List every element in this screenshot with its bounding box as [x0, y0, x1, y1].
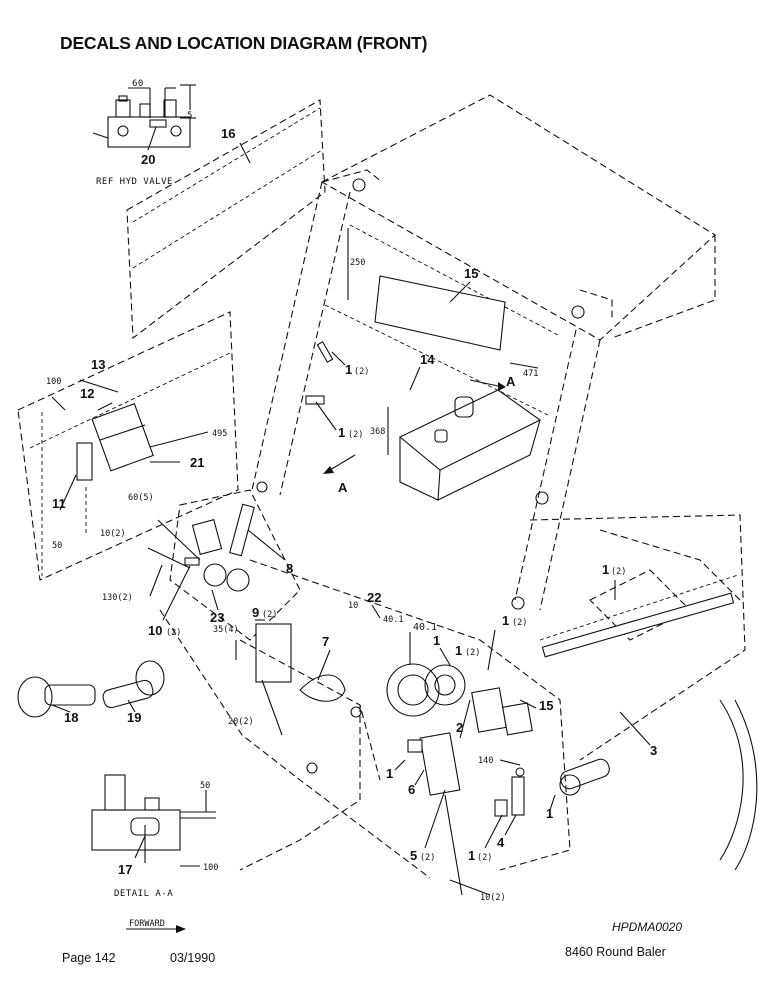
- svg-text:(2): (2): [611, 567, 626, 577]
- center-callouts: 7 10 22 40.1: [299, 590, 403, 774]
- tower-decals: 1 (2) 1 (2): [305, 341, 369, 440]
- page-number: Page 142: [62, 951, 116, 965]
- decal-15-shape: [374, 275, 506, 351]
- callout-20: 20: [141, 152, 155, 167]
- decal-23-shape: [191, 518, 223, 556]
- dim-130-2: 130(2): [102, 593, 133, 603]
- callout-23: 23: [210, 610, 224, 625]
- callout-17: 17: [118, 862, 132, 877]
- page-title: DECALS AND LOCATION DIAGRAM (FRONT): [60, 33, 428, 53]
- callout-1-f: 1: [386, 766, 393, 781]
- fasteners: [256, 178, 585, 777]
- post-decal-8: 8: [229, 503, 293, 576]
- svg-text:(2): (2): [166, 628, 181, 638]
- dim-495: 495: [212, 429, 227, 439]
- callout-15: 15: [464, 266, 478, 281]
- svg-text:(2): (2): [477, 853, 492, 863]
- callout-12: 12: [80, 386, 94, 401]
- dim-5: 5: [187, 111, 193, 121]
- dim-50-a: 50: [52, 541, 62, 551]
- dim-100-b: 100: [203, 863, 218, 873]
- callout-1-c: 1: [602, 562, 609, 577]
- callout-18: 18: [64, 710, 78, 725]
- dim-35-4: 35(4): [213, 625, 239, 635]
- callout-4: 4: [497, 835, 505, 850]
- callout-3: 3: [650, 743, 657, 758]
- callout-2: 2: [456, 720, 463, 735]
- lower-front-panel: 23 10 (2) 9 (2) 10(2) 130(2) 35(4) 20(2): [100, 489, 301, 736]
- dim-50-b: 50: [200, 781, 210, 791]
- callout-40-1-label: 40.1: [413, 622, 437, 633]
- dim-10-2-b: 10(2): [480, 893, 506, 903]
- callout-1-e: 1: [455, 643, 462, 658]
- panel-13: 13 12 11 21 100 495 60(5) 50: [17, 311, 239, 581]
- callout-15-b: 15: [539, 698, 553, 713]
- svg-text:(2): (2): [512, 618, 527, 628]
- decal-11-shape: [76, 442, 93, 481]
- decal-9-shape: [255, 623, 292, 683]
- svg-text:(2): (2): [262, 610, 277, 620]
- decal-5-shape: [419, 732, 461, 796]
- dim-10-2-a: 10(2): [100, 529, 126, 539]
- callout-1-b: 1: [338, 425, 345, 440]
- detail-a-a: 50 100 17 DETAIL A-A: [91, 774, 218, 899]
- dim-368: 368: [370, 427, 385, 437]
- detail-caption: DETAIL A-A: [114, 889, 173, 899]
- model-name: 8460 Round Baler: [565, 945, 666, 959]
- callout-1-i: 1: [502, 613, 509, 628]
- pto-shafts: 18 19: [17, 660, 165, 725]
- dim-471: 471: [523, 369, 538, 379]
- callout-16: 16: [221, 126, 235, 141]
- callout-5: 5: [410, 848, 417, 863]
- callout-9: 9: [252, 605, 259, 620]
- ref-hyd-valve-caption: REF HYD VALVE: [96, 177, 173, 187]
- decal-20-shape: [149, 119, 167, 128]
- callout-1-g: 1: [468, 848, 475, 863]
- dim-60-5: 60(5): [128, 493, 154, 503]
- drawing-code: HPDMA0020: [612, 920, 683, 934]
- callout-6: 6: [408, 782, 415, 797]
- revision-date: 03/1990: [170, 951, 216, 965]
- dim-140: 140: [478, 756, 493, 766]
- callout-21: 21: [190, 455, 204, 470]
- svg-text:(2): (2): [465, 648, 480, 658]
- hydraulic-tank: 368 14 A A: [323, 352, 542, 501]
- callout-1-d: 1: [433, 633, 440, 648]
- forward-arrow: FORWARD: [126, 919, 186, 933]
- decal-12-shape: [91, 403, 154, 472]
- callout-1-a: 1: [345, 362, 352, 377]
- callout-19: 19: [127, 710, 141, 725]
- dim-20-2: 20(2): [228, 717, 254, 727]
- dim-10: 10: [348, 601, 358, 611]
- dim-100-a: 100: [46, 377, 61, 387]
- forward-label: FORWARD: [129, 919, 165, 929]
- main-frame: 15 250 471: [251, 94, 716, 611]
- callout-7: 7: [322, 634, 329, 649]
- callout-22: 22: [367, 590, 381, 605]
- dim-60: 60: [132, 79, 144, 89]
- arrow-a-upper: A: [506, 374, 516, 389]
- hyd-valve-inset: 60 5 20 REF HYD VALVE: [92, 79, 196, 187]
- callout-13: 13: [91, 357, 105, 372]
- callout-14: 14: [420, 352, 435, 367]
- callout-10: 10: [148, 623, 162, 638]
- svg-text:(2): (2): [354, 367, 369, 377]
- panel-16: 16: [126, 99, 326, 340]
- gear-assembly: 40.1 1 1 (2) 1 (2) 2 15 140 4 1 (2) 1 1 …: [386, 613, 610, 903]
- svg-text:(2): (2): [348, 430, 363, 440]
- dim-40-1: 40.1: [383, 615, 403, 625]
- callout-1-h: 1: [546, 806, 553, 821]
- decal-3-shape: [541, 592, 735, 658]
- base-frame: 3 1 (2): [159, 514, 758, 879]
- svg-text:(2): (2): [420, 853, 435, 863]
- dim-250: 250: [350, 258, 365, 268]
- callout-8: 8: [286, 561, 293, 576]
- arrow-a-lower: A: [338, 480, 348, 495]
- callout-11: 11: [52, 496, 66, 511]
